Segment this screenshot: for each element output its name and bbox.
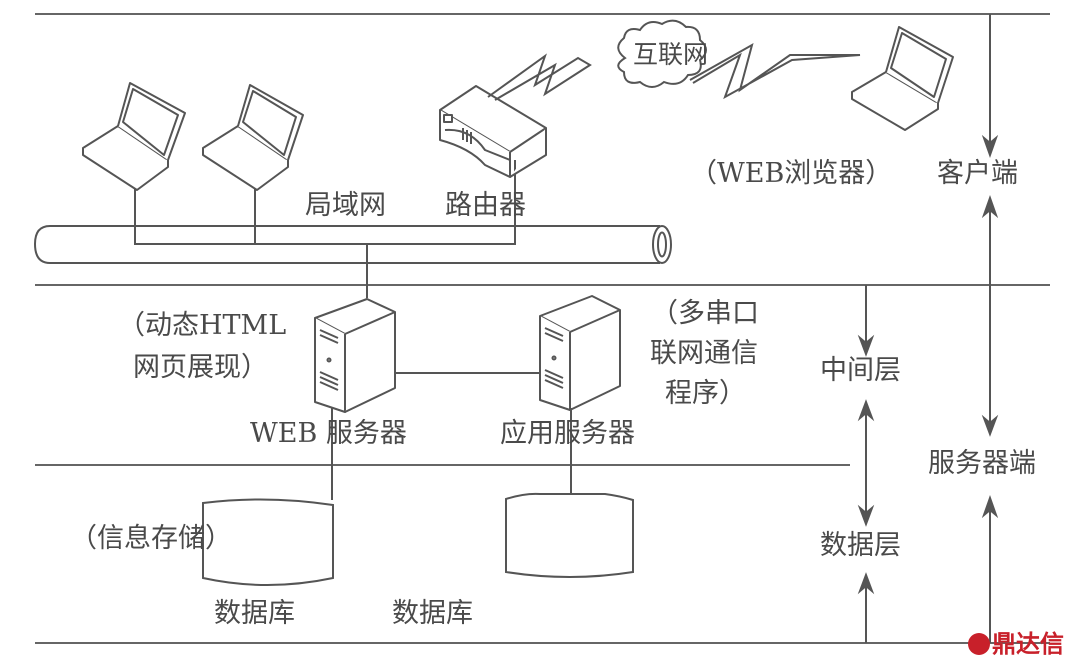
- server-tier-label: 服务器端: [928, 448, 1036, 479]
- middle-tier-label: 中间层: [820, 355, 901, 386]
- lan-label: 局域网: [305, 190, 386, 221]
- watermark: 鼎达信: [968, 624, 1064, 659]
- laptop1-wire: [134, 160, 516, 245]
- database-2-label: 数据库: [392, 598, 473, 629]
- web-server-icon: [314, 298, 396, 413]
- laptop-icon-remote: [851, 26, 954, 131]
- watermark-logo-icon: [968, 633, 990, 655]
- router-icon: [439, 85, 547, 178]
- internet-label: 互联网: [633, 40, 709, 69]
- app-server-note-line3: 程序）: [665, 378, 746, 409]
- database-1-label: 数据库: [214, 598, 295, 629]
- internet-cloud-icon: [617, 19, 707, 88]
- lan-pipe: [33, 225, 672, 264]
- watermark-text: 鼎达信: [992, 630, 1064, 658]
- db-note: （信息存储）: [70, 523, 232, 554]
- router-label: 路由器: [445, 190, 526, 221]
- client-tier-label: 客户端: [937, 158, 1018, 189]
- browser-note: （WEB浏览器）: [690, 158, 893, 189]
- web-server-note-line1: （动态HTML: [118, 310, 287, 341]
- web-server-label: WEB 服务器: [250, 418, 407, 449]
- app-server-icon: [539, 295, 621, 411]
- app-server-note-line2: 联网通信: [650, 338, 758, 369]
- internet-laptop-link: [689, 42, 861, 100]
- app-server-note-line1: （多串口: [651, 298, 759, 329]
- data-tier-label: 数据层: [820, 530, 901, 561]
- laptop-icon-1: [82, 82, 186, 191]
- app-server-label: 应用服务器: [500, 418, 635, 449]
- web-server-note-line2: 网页展现）: [133, 352, 268, 383]
- database-icon-2: [505, 492, 634, 578]
- database-icon-1: [202, 498, 334, 586]
- router-internet-link: [487, 53, 592, 101]
- laptop-icon-2: [202, 84, 304, 191]
